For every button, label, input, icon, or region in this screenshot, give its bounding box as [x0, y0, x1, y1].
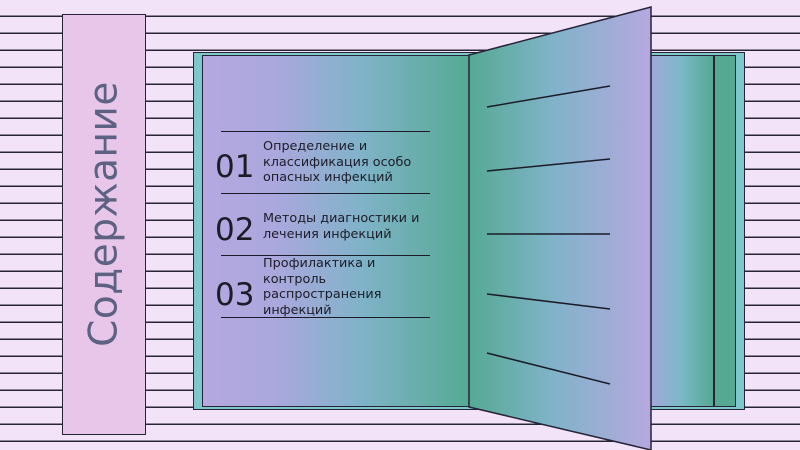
item-number-03: 03	[215, 277, 255, 313]
item-text-01: Определение и классификация особо опасны…	[263, 139, 412, 186]
page-line	[486, 158, 611, 172]
page-line	[486, 293, 611, 310]
divider-line	[221, 317, 430, 318]
page-line	[486, 85, 611, 108]
item-text-03: Профилактика и контроль распространения …	[263, 256, 382, 318]
item-text-02: Методы диагностики и лечения инфекций	[263, 211, 420, 242]
title-sidebar	[62, 14, 146, 435]
book-spine-strip	[714, 55, 736, 407]
turning-page-shape	[468, 6, 652, 450]
item-number-02: 02	[215, 212, 255, 248]
book-left-page	[202, 55, 470, 407]
divider-line	[221, 193, 430, 194]
page-line	[486, 352, 611, 385]
divider-line	[221, 255, 430, 256]
book-right-page	[648, 55, 714, 407]
divider-line	[221, 131, 430, 132]
item-number-01: 01	[215, 149, 255, 185]
